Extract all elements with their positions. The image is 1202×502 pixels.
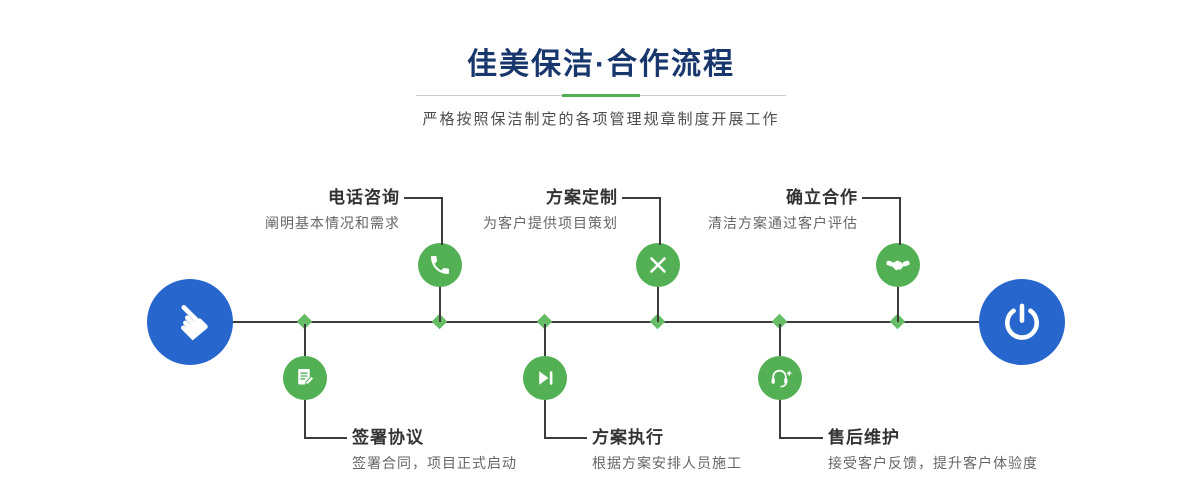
step-title: 方案定制 [546,188,618,207]
step-title: 方案执行 [592,428,664,447]
connector [622,197,661,245]
handshake-icon [886,260,910,271]
step-desc: 签署合同，项目正式启动 [352,455,517,471]
phone-icon [431,256,449,274]
step-sign-agreement: 签署协议 签署合同，项目正式启动 [352,429,517,470]
step-desc: 为客户提供项目策划 [483,215,618,231]
step-after-sales: 售后维护 接受客户反馈，提升客户体验度 [828,429,1038,470]
step-desc: 清洁方案通过客户评估 [708,215,858,231]
step-circle-phone [418,243,462,287]
connector [779,324,781,356]
step-desc: 根据方案安排人员施工 [592,455,742,471]
connector [779,400,823,439]
connector [897,287,899,322]
step-establish-coop: 确立合作 清洁方案通过客户评估 [708,189,858,230]
step-plan-custom: 方案定制 为客户提供项目策划 [483,189,618,230]
connector [657,287,659,322]
connector [862,197,901,245]
end-node [979,279,1065,365]
power-icon [1005,303,1039,340]
step-circle-aftersales [758,356,802,400]
contract-icon [298,369,315,386]
step-title: 售后维护 [828,428,900,447]
connector [439,287,441,322]
connector [544,324,546,356]
design-icon [650,257,666,273]
step-title: 确立合作 [786,188,858,207]
step-title: 电话咨询 [328,188,400,207]
title-divider-accent [562,94,640,97]
step-circle-execute [523,356,567,400]
connector [304,400,347,439]
step-title: 签署协议 [352,428,424,447]
step-circle-contract [283,356,327,400]
step-circle-handshake [876,243,920,287]
step-phone-consult: 电话咨询 阐明基本情况和需求 [265,189,400,230]
timeline-line [190,321,1022,323]
title-divider [416,94,786,97]
execute-icon [539,371,553,385]
page-title: 佳美保洁·合作流程 [467,48,735,81]
step-circle-design [636,243,680,287]
step-desc: 接受客户反馈，提升客户体验度 [828,455,1038,471]
connector [304,324,306,356]
step-desc: 阐明基本情况和需求 [265,215,400,231]
page-subtitle: 严格按照保洁制定的各项管理规章制度开展工作 [422,111,780,128]
headset-icon [771,369,792,388]
connector [404,197,443,245]
hand-pointer-icon: ☚ [157,289,223,355]
connector [544,400,587,439]
step-plan-execute: 方案执行 根据方案安排人员施工 [592,429,742,470]
start-node: ☚ [147,279,233,365]
